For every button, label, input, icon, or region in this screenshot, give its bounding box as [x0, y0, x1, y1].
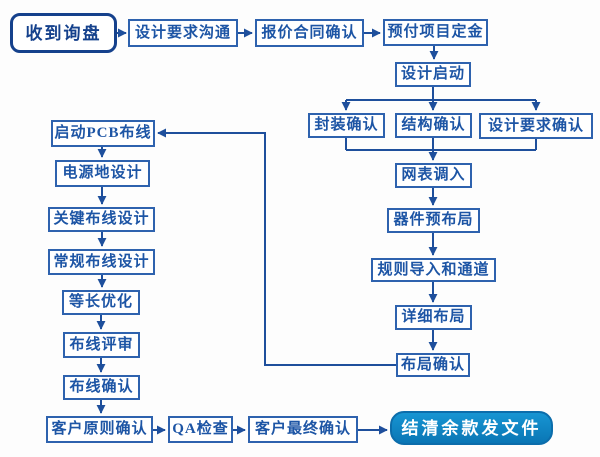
- node-rules-import-and-channels: 规则导入和通道: [371, 258, 496, 282]
- loopback-connector: [157, 128, 396, 366]
- node-design-kickoff: 设计启动: [395, 62, 471, 87]
- node-customer-principle-confirm: 客户原则确认: [46, 416, 153, 443]
- node-placement-confirm: 布局确认: [396, 353, 470, 377]
- node-settle-balance-deliver-files: 结清余款发文件: [390, 411, 553, 445]
- node-quote-contract-confirm: 报价合同确认: [255, 19, 364, 47]
- node-design-requirements-communication: 设计要求沟通: [128, 19, 238, 47]
- node-detailed-placement: 详细布局: [395, 305, 472, 330]
- node-component-pre-placement: 器件预布局: [387, 208, 480, 233]
- node-routing-review: 布线评审: [63, 332, 140, 358]
- node-length-matching-optimization: 等长优化: [62, 290, 140, 315]
- branch-merge-connectors: [345, 138, 537, 161]
- node-general-routing-design: 常规布线设计: [48, 249, 155, 275]
- branch-split-connectors: [341, 87, 541, 111]
- node-prepay-project-deposit: 预付项目定金: [383, 19, 488, 46]
- node-customer-final-confirm: 客户最终确认: [248, 416, 358, 443]
- node-receive-inquiry: 收到询盘: [10, 13, 117, 53]
- node-footprint-confirm: 封装确认: [308, 113, 385, 138]
- node-power-ground-design: 电源地设计: [55, 160, 150, 187]
- node-netlist-import: 网表调入: [395, 163, 472, 188]
- node-structure-confirm: 结构确认: [395, 113, 472, 138]
- node-start-pcb-routing: 启动PCB布线: [51, 120, 155, 147]
- node-routing-confirm: 布线确认: [63, 375, 140, 400]
- left-column-connectors: [96, 147, 107, 414]
- node-qa-check: QA检查: [168, 416, 233, 443]
- node-critical-routing-design: 关键布线设计: [48, 207, 155, 232]
- node-design-requirements-confirm: 设计要求确认: [479, 113, 593, 139]
